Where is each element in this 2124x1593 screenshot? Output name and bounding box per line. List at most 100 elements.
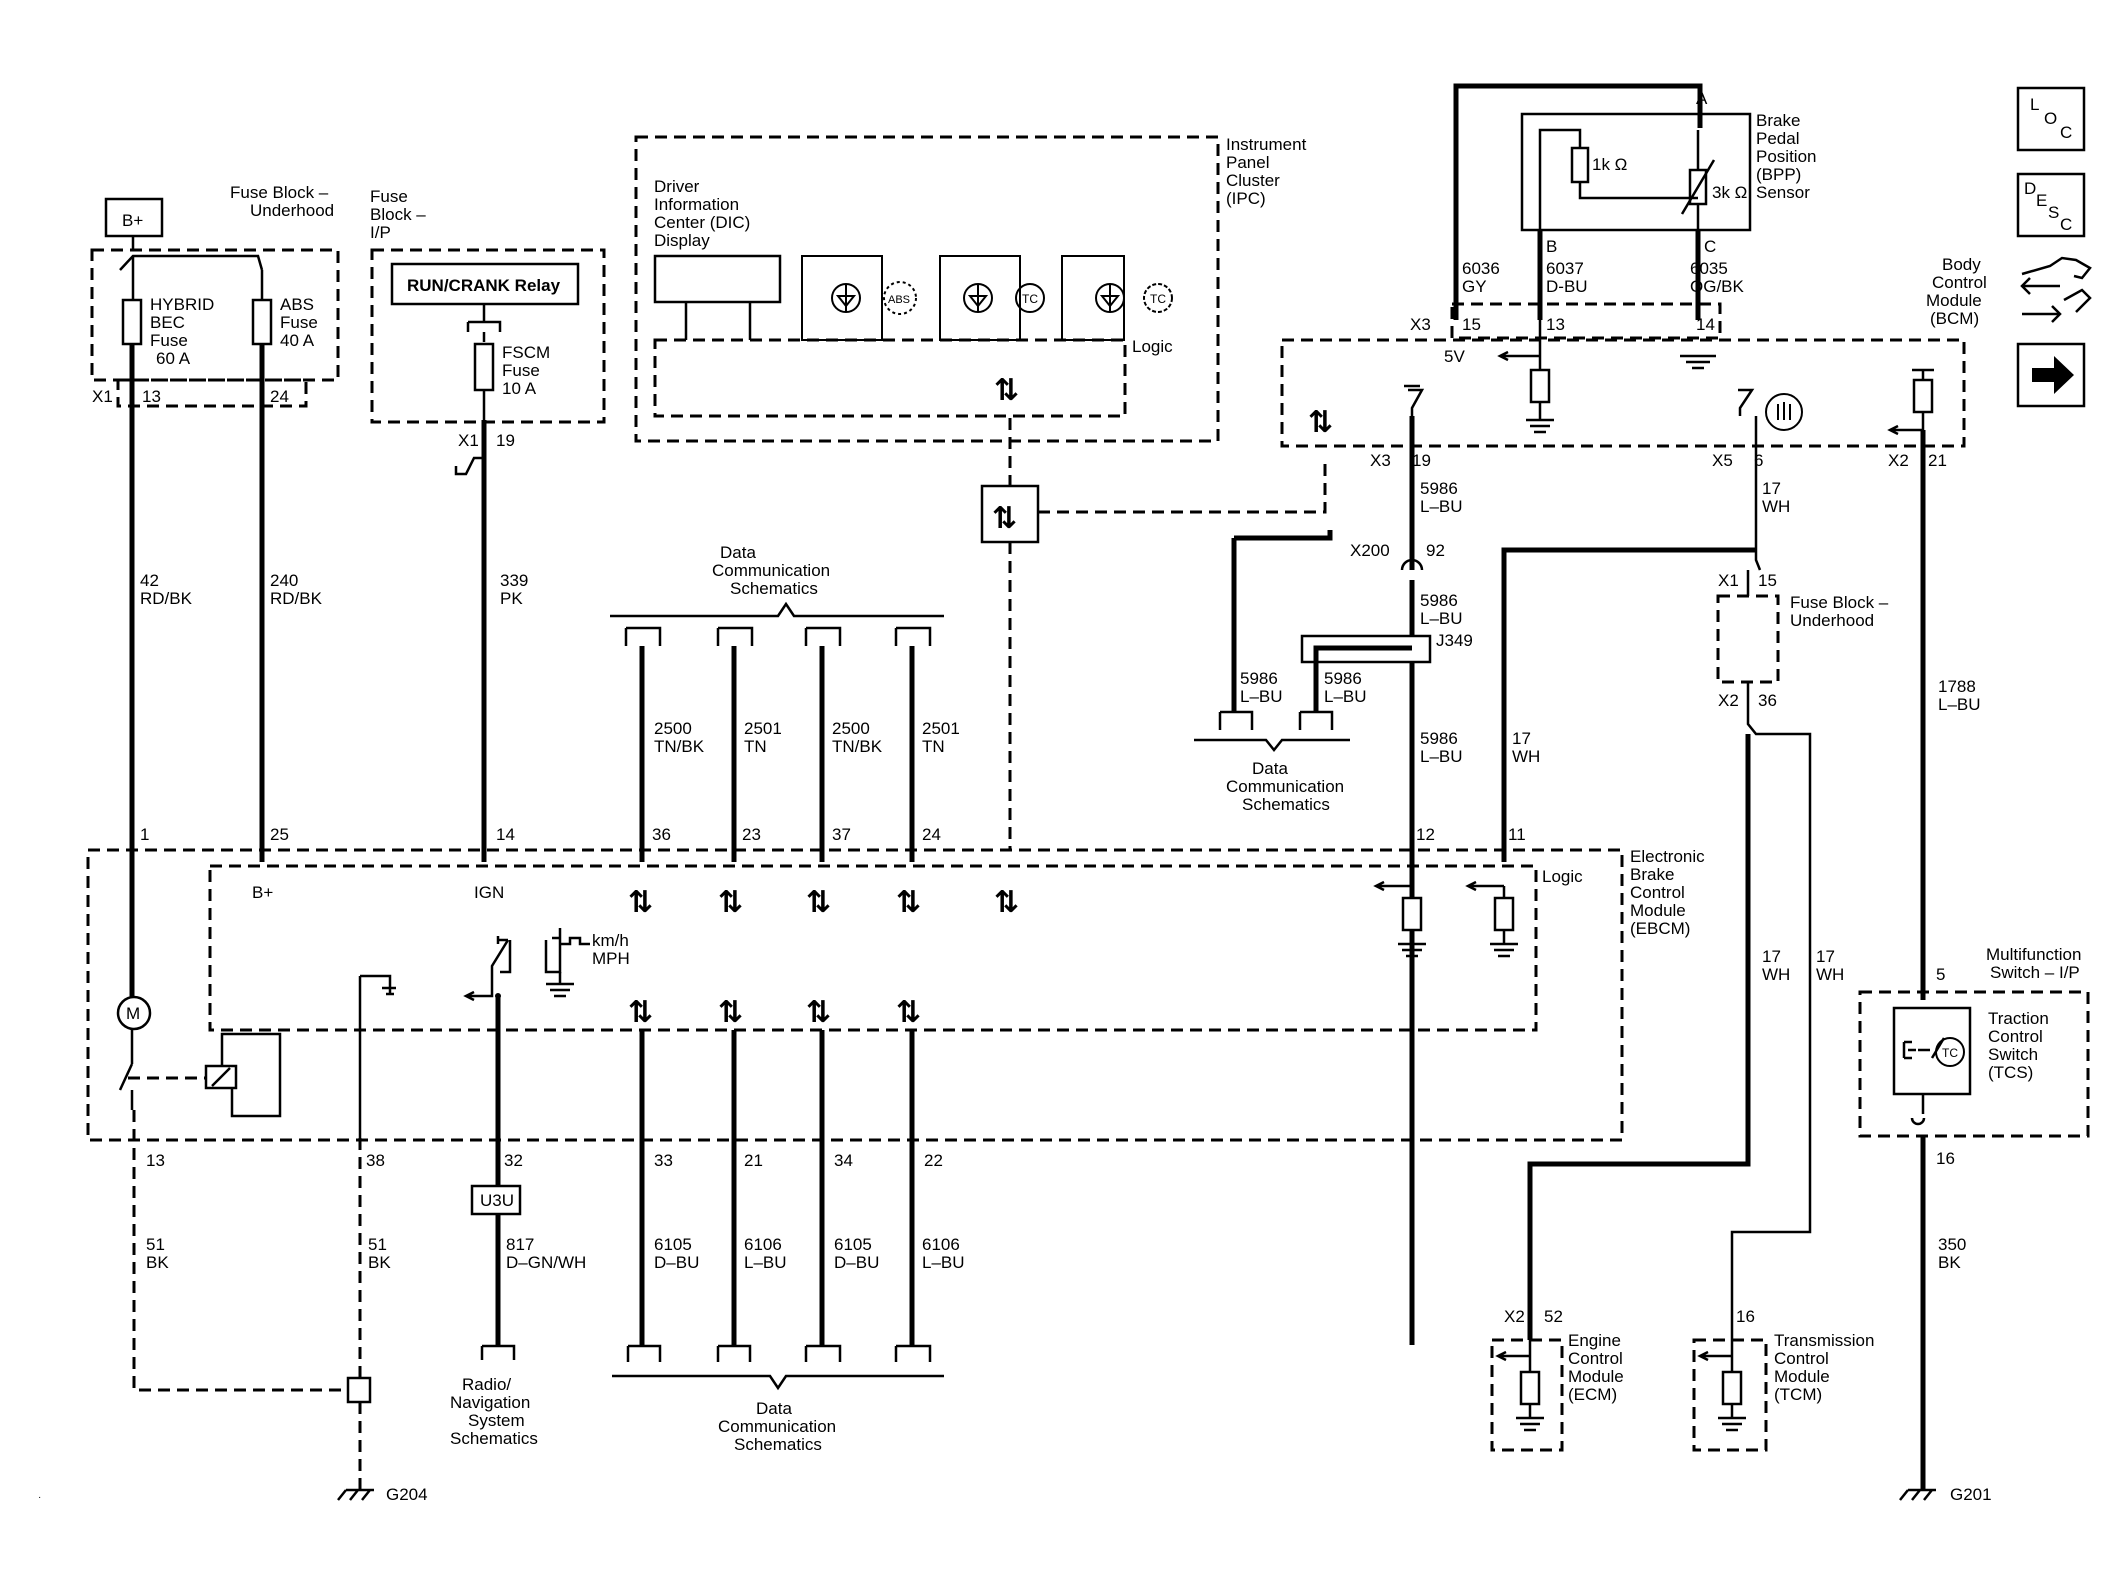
data-comm-bottom-3: Schematics bbox=[734, 1435, 822, 1454]
bcm-x3: X3 bbox=[1410, 315, 1431, 334]
wire-5986c-circuit: 5986 bbox=[1240, 669, 1278, 688]
radio-schematics-4: Schematics bbox=[450, 1429, 538, 1448]
ebcm-arrows-2-icon: ⇅ bbox=[718, 885, 743, 920]
ebcm-pin-34: 34 bbox=[834, 1151, 853, 1170]
bpp-r1: 1k Ω bbox=[1592, 155, 1627, 174]
wire-5986d-color: L–BU bbox=[1324, 687, 1367, 706]
hybrid-fuse-label-1: HYBRID bbox=[150, 295, 214, 314]
tcm-title-1: Transmission bbox=[1774, 1331, 1874, 1350]
ebcm-pin-14: 14 bbox=[496, 825, 515, 844]
data-comm-mid-1: Data bbox=[1252, 759, 1288, 778]
fuse-block-underhood-title-2: Underhood bbox=[250, 201, 334, 220]
fuse2-x2: X2 bbox=[1718, 691, 1739, 710]
dic-title-4: Display bbox=[654, 231, 710, 250]
gateway-arrows-icon: ⇅ bbox=[992, 501, 1017, 536]
bcm-x5: X5 bbox=[1712, 451, 1733, 470]
tcs-title-3: Switch bbox=[1988, 1045, 2038, 1064]
ipc-data-arrows-icon: ⇅ bbox=[994, 373, 1019, 408]
x200-pin: 92 bbox=[1426, 541, 1445, 560]
battery-source: B+ bbox=[104, 197, 164, 238]
ebcm-arrows-6-icon: ⇅ bbox=[628, 995, 653, 1030]
bcm-pin-15: 15 bbox=[1462, 315, 1481, 334]
bpp-title-4: (BPP) bbox=[1756, 165, 1801, 184]
bcm-title-4: (BCM) bbox=[1930, 309, 1979, 328]
ebcm-pin-22: 22 bbox=[924, 1151, 943, 1170]
mfs-pin-5: 5 bbox=[1936, 965, 1945, 984]
tc-off-lamp-icon: TC bbox=[1150, 292, 1166, 306]
fuse-ip-conn: X1 bbox=[458, 431, 479, 450]
dic-title-2: Information bbox=[654, 195, 739, 214]
wire-6036-color: GY bbox=[1462, 277, 1487, 296]
wire-17b-color: WH bbox=[1512, 747, 1540, 766]
tcm-title-4: (TCM) bbox=[1774, 1385, 1822, 1404]
u3u-label: U3U bbox=[480, 1191, 514, 1210]
wire-5986b-color: L–BU bbox=[1420, 609, 1463, 628]
bcm-x3b: X3 bbox=[1370, 451, 1391, 470]
wire-6106a-circuit: 6106 bbox=[744, 1235, 782, 1254]
ebcm-logic-label: Logic bbox=[1542, 867, 1583, 886]
bpp-title-3: Position bbox=[1756, 147, 1816, 166]
next-page-button[interactable] bbox=[2016, 342, 2086, 408]
fuse-block-ip: Fuse Block – I/P RUN/CRANK Relay FSCM Fu… bbox=[370, 187, 606, 476]
wire-42-circuit: 42 bbox=[140, 571, 159, 590]
bcm-title-1: Body bbox=[1942, 255, 1981, 274]
tcm-title-3: Module bbox=[1774, 1367, 1830, 1386]
abs-fuse-label-2: Fuse bbox=[280, 313, 318, 332]
wire-17d-color: WH bbox=[1816, 965, 1844, 984]
ecm-title-3: Module bbox=[1568, 1367, 1624, 1386]
wire-6105a-color: D–BU bbox=[654, 1253, 699, 1272]
wire-42-color: RD/BK bbox=[140, 589, 193, 608]
bpp-title-5: Sensor bbox=[1756, 183, 1810, 202]
wire-17d-circuit: 17 bbox=[1816, 947, 1835, 966]
description-view-button[interactable]: D E S C bbox=[2016, 172, 2086, 238]
data-comm-bottom-1: Data bbox=[756, 1399, 792, 1418]
desc-letter-c: C bbox=[2060, 215, 2072, 234]
hybrid-fuse-label-2: BEC bbox=[150, 313, 185, 332]
bpp-pin-b: B bbox=[1546, 237, 1557, 256]
loc-letter-l: L bbox=[2030, 95, 2039, 114]
wire-51b-color: BK bbox=[368, 1253, 391, 1272]
bpp-title-1: Brake bbox=[1756, 111, 1800, 130]
ebcm-motor-icon: M bbox=[126, 1004, 140, 1023]
x200-label: X200 bbox=[1350, 541, 1390, 560]
ebcm-title-2: Brake bbox=[1630, 865, 1674, 884]
ebcm-pin-12: 12 bbox=[1416, 825, 1435, 844]
wire-17a-color: WH bbox=[1762, 497, 1790, 516]
ecm-conn: X2 bbox=[1504, 1307, 1525, 1326]
hybrid-fuse-label-3: Fuse bbox=[150, 331, 188, 350]
wire-17b-circuit: 17 bbox=[1512, 729, 1531, 748]
j349-label: J349 bbox=[1436, 631, 1473, 650]
data-comm-top: Data Communication Schematics bbox=[610, 543, 944, 646]
ebcm-pin-1: 1 bbox=[140, 825, 149, 844]
ebcm-ign: IGN bbox=[474, 883, 504, 902]
wire-2501a-circuit: 2501 bbox=[744, 719, 782, 738]
fuse-ip-pin: 19 bbox=[496, 431, 515, 450]
data-comm-mid-2: Communication bbox=[1226, 777, 1344, 796]
mfs-pin-16: 16 bbox=[1936, 1149, 1955, 1168]
wire-5986c-color: L–BU bbox=[1240, 687, 1283, 706]
fuse-underhood-conn: X1 bbox=[92, 387, 113, 406]
ebcm-speed-2: MPH bbox=[592, 949, 630, 968]
wire-350-circuit: 350 bbox=[1938, 1235, 1966, 1254]
wire-6105a-circuit: 6105 bbox=[654, 1235, 692, 1254]
bplus-label: B+ bbox=[122, 211, 143, 230]
radio-schematics-1: Radio/ bbox=[462, 1375, 511, 1394]
wire-5986d-circuit: 5986 bbox=[1324, 669, 1362, 688]
wire-6036-circuit: 6036 bbox=[1462, 259, 1500, 278]
bpp-pin-c: C bbox=[1704, 237, 1716, 256]
bcm-pin-13: 13 bbox=[1546, 315, 1565, 334]
data-comm-top-1: Data bbox=[720, 543, 756, 562]
tcm-pin: 16 bbox=[1736, 1307, 1755, 1326]
fuse-underhood-pin-13: 13 bbox=[142, 387, 161, 406]
wire-339-circuit: 339 bbox=[500, 571, 528, 590]
ebcm-title-5: (EBCM) bbox=[1630, 919, 1690, 938]
location-view-button[interactable]: L O C bbox=[2016, 86, 2086, 152]
wire-240-color: RD/BK bbox=[270, 589, 323, 608]
transmission-control-module: 16 Transmission Control Module (TCM) bbox=[1692, 1307, 1874, 1452]
engine-control-module: X2 52 Engine Control Module (ECM) bbox=[1490, 1307, 1624, 1452]
ebcm-pin-38: 38 bbox=[366, 1151, 385, 1170]
wire-17a-circuit: 17 bbox=[1762, 479, 1781, 498]
wire-51b-circuit: 51 bbox=[368, 1235, 387, 1254]
connector-repair-icon[interactable] bbox=[2020, 256, 2092, 323]
ebcm: Electronic Brake Control Module (EBCM) L… bbox=[86, 825, 1705, 1170]
